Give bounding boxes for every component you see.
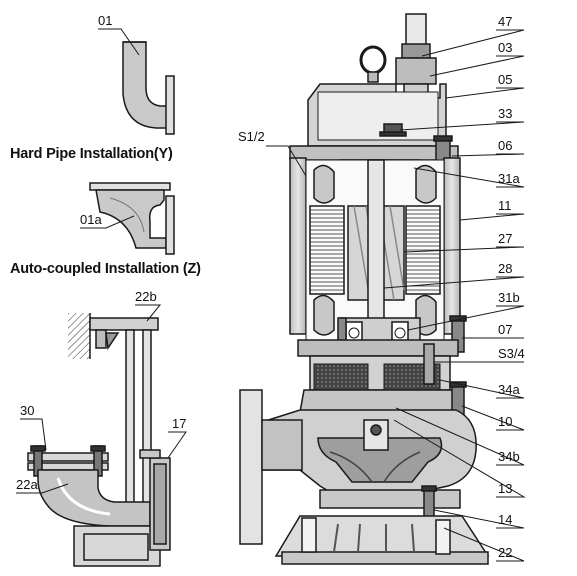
leader-lines (16, 28, 526, 562)
label-10: 10 (498, 414, 512, 429)
label-07: 07 (498, 322, 512, 337)
label-11: 11 (498, 198, 512, 213)
label-33: 33 (498, 106, 512, 121)
label-S1-2: S1/2 (238, 129, 265, 144)
label-22: 22 (498, 545, 512, 560)
label-03: 03 (498, 40, 512, 55)
label-01a: 01a (80, 212, 102, 227)
caption-hard-pipe-installation: Hard Pipe Installation(Y) (10, 146, 173, 162)
label-28: 28 (498, 261, 512, 276)
label-34a: 34a (498, 382, 520, 397)
pump-body (239, 13, 490, 565)
label-14: 14 (498, 512, 512, 527)
caption-auto-coupled-installation: Auto-coupled Installation (Z) (10, 261, 201, 277)
label-17: 17 (172, 416, 186, 431)
label-06: 06 (498, 138, 512, 153)
auto-coupling-rail-assembly (27, 313, 171, 567)
label-34b: 34b (498, 449, 520, 464)
label-05: 05 (498, 72, 512, 87)
label-27: 27 (498, 231, 512, 246)
label-31b: 31b (498, 290, 520, 305)
label-22b: 22b (135, 289, 157, 304)
label-31a: 31a (498, 171, 520, 186)
label-13: 13 (498, 481, 512, 496)
label-S3-4: S3/4 (498, 346, 525, 361)
elbow-01 (122, 41, 175, 135)
label-47: 47 (498, 14, 512, 29)
label-22a: 22a (16, 477, 38, 492)
label-01: 01 (98, 13, 112, 28)
part-labels: 01 01a 22b 30 17 22a S1/2 47 03 05 33 06… (16, 13, 525, 560)
elbow-01a (89, 182, 175, 255)
label-30: 30 (20, 403, 34, 418)
